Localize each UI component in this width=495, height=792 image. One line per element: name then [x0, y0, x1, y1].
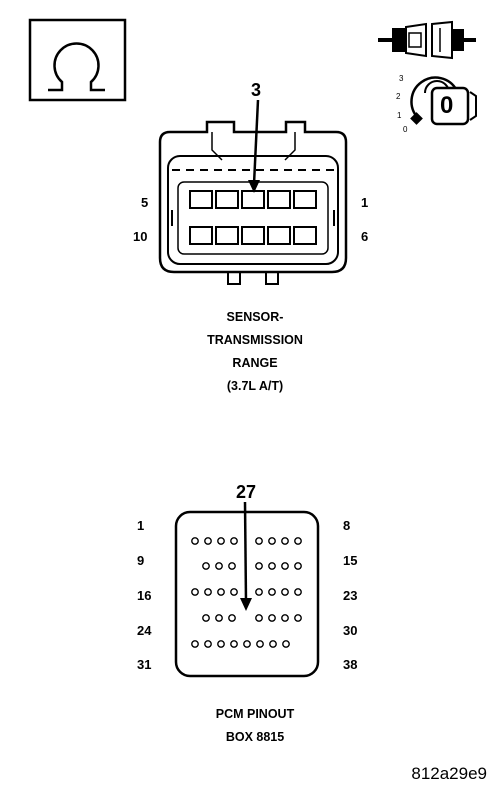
pcm-row-end-label-8: 8 — [343, 518, 351, 533]
pcm-row-start-label-24: 24 — [137, 623, 152, 638]
sensor-caption-line-1: SENSOR- — [226, 310, 284, 324]
pcm-row-start-label-9: 9 — [137, 553, 145, 568]
pcm-pin-pointer-arrow — [240, 501, 252, 611]
pcm-caption-line-2: BOX 8815 — [225, 730, 285, 744]
pcm-row-end-label-23: 23 — [343, 588, 358, 603]
sensor-pin-pointer-arrow — [248, 99, 260, 193]
sensor-connector-body — [158, 120, 348, 285]
sensor-caption-line-4: (3.7L A/T) — [226, 379, 284, 393]
pcm-row-end-label-30: 30 — [343, 623, 358, 638]
pcm-row-start-label-16: 16 — [137, 588, 152, 603]
sensor-connector-pin-cavities — [189, 190, 317, 245]
pcm-row-end-label-15: 15 — [343, 553, 358, 568]
ignition-key-icon — [410, 76, 477, 126]
pcm-row-start-label-1: 1 — [137, 518, 145, 533]
pcm-connector-body — [174, 510, 320, 678]
sensor-pin-label-1: 1 — [361, 195, 369, 210]
pcm-row-start-label-31: 31 — [137, 657, 152, 672]
key-label: 0 — [440, 92, 454, 119]
key-position-3: 3 — [399, 74, 404, 83]
sensor-caption-line-2: TRANSMISSION — [207, 333, 303, 347]
disconnected-connector-icon — [378, 20, 476, 60]
sensor-pin-label-5: 5 — [141, 195, 149, 210]
sensor-pin-label-10: 10 — [133, 229, 148, 244]
pcm-caption-line-1: PCM PINOUT — [215, 707, 295, 721]
key-position-1: 1 — [397, 111, 402, 120]
pcm-pointer-pin-number: 27 — [236, 482, 257, 502]
pcm-connector-pins — [191, 537, 302, 648]
ohmmeter-icon — [28, 18, 127, 102]
sensor-pin-label-6: 6 — [361, 229, 369, 244]
sensor-connector-caption: SENSOR- TRANSMISSION RANGE (3.7L A/T) — [150, 306, 360, 398]
key-position-2: 2 — [396, 92, 401, 101]
sensor-pointer-pin-number: 3 — [251, 80, 262, 100]
pcm-row-end-label-38: 38 — [343, 657, 358, 672]
key-position-0: 0 — [403, 125, 408, 134]
figure-id: 812a29e9 — [411, 764, 487, 783]
sensor-caption-line-3: RANGE — [232, 356, 278, 370]
pcm-connector-caption: PCM PINOUT BOX 8815 — [150, 703, 360, 749]
